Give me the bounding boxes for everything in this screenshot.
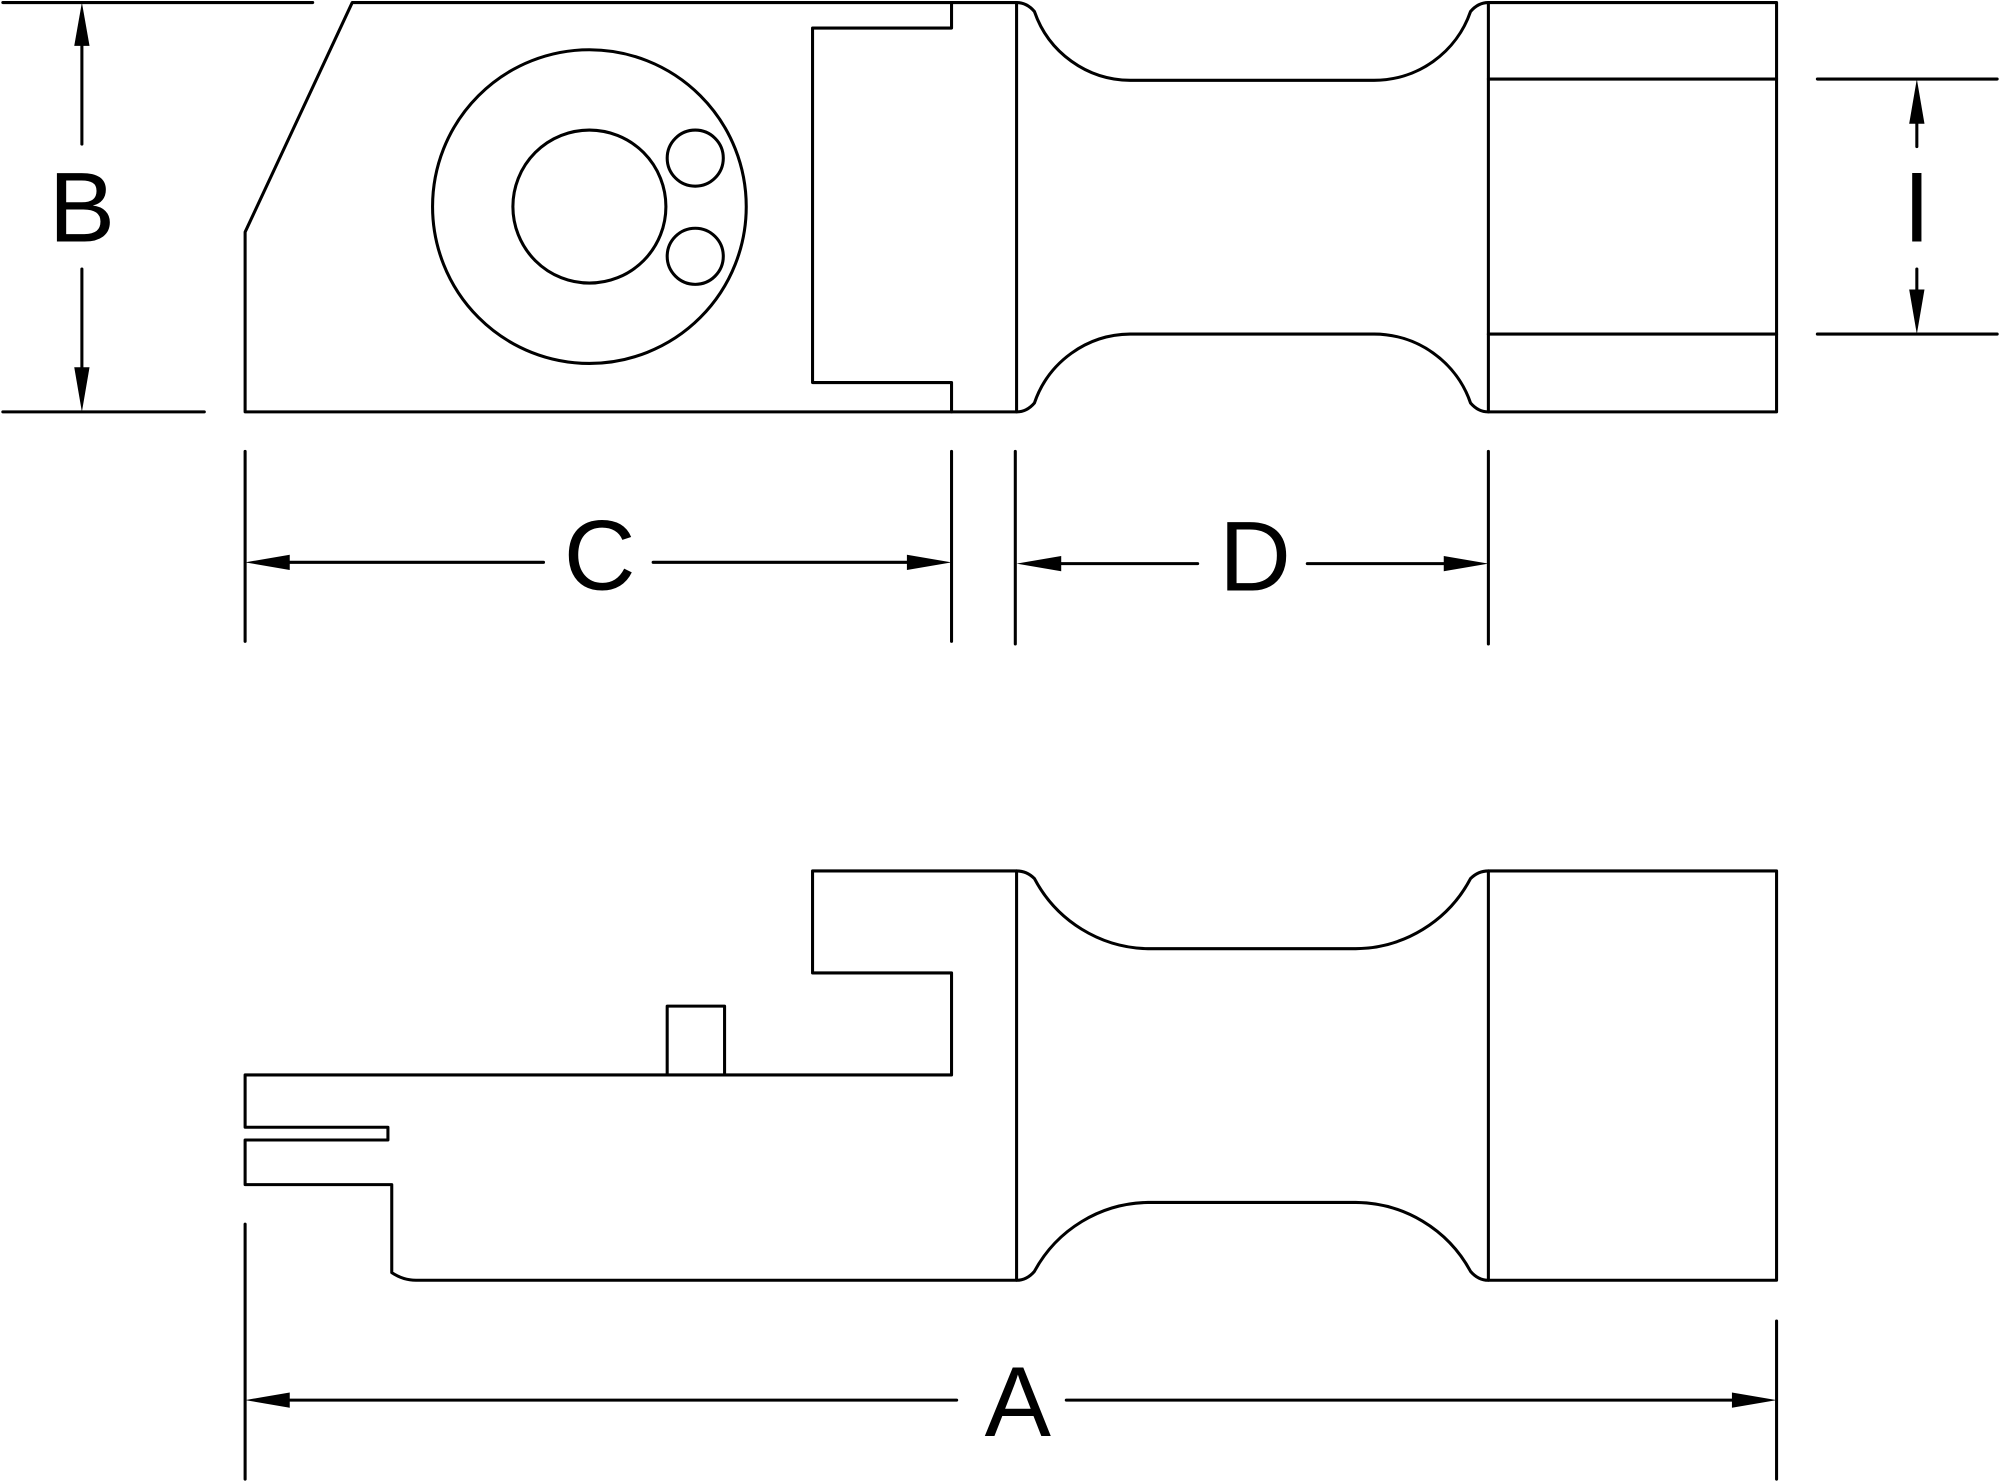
dimension-b: B [1, 1, 315, 414]
arrowhead [1909, 289, 1925, 335]
top-view-outline [243, 1, 1779, 414]
dimension-label-i: I [1903, 152, 1931, 263]
side-view-outline [243, 869, 1779, 1282]
small-hole-lower [665, 226, 725, 286]
arrowhead [1909, 79, 1925, 124]
top-view [243, 1, 1779, 414]
dimension-label-d: D [1219, 502, 1291, 613]
center-hole [511, 128, 668, 285]
side-view [243, 869, 1779, 1282]
dimension-label-b: B [49, 152, 115, 263]
arrowhead [245, 1392, 290, 1408]
arrowhead [1731, 1392, 1777, 1408]
small-hole-upper [665, 128, 725, 188]
arrowhead [74, 2, 90, 46]
arrowhead [74, 367, 90, 412]
top-slot [811, 1, 954, 414]
side-key [665, 1004, 727, 1077]
dimension-c: C [243, 449, 954, 643]
dimension-a: A [243, 1222, 1779, 1481]
dimension-label-c: C [564, 500, 636, 611]
arrowhead [245, 554, 290, 570]
dimension-label-a: A [985, 1347, 1052, 1458]
arrowhead [1016, 555, 1062, 572]
outer-disc [431, 48, 748, 365]
arrowhead [906, 554, 952, 570]
arrowhead [1443, 555, 1489, 572]
dimension-d: D [1013, 449, 1490, 646]
dimension-i: I [1815, 77, 1999, 336]
